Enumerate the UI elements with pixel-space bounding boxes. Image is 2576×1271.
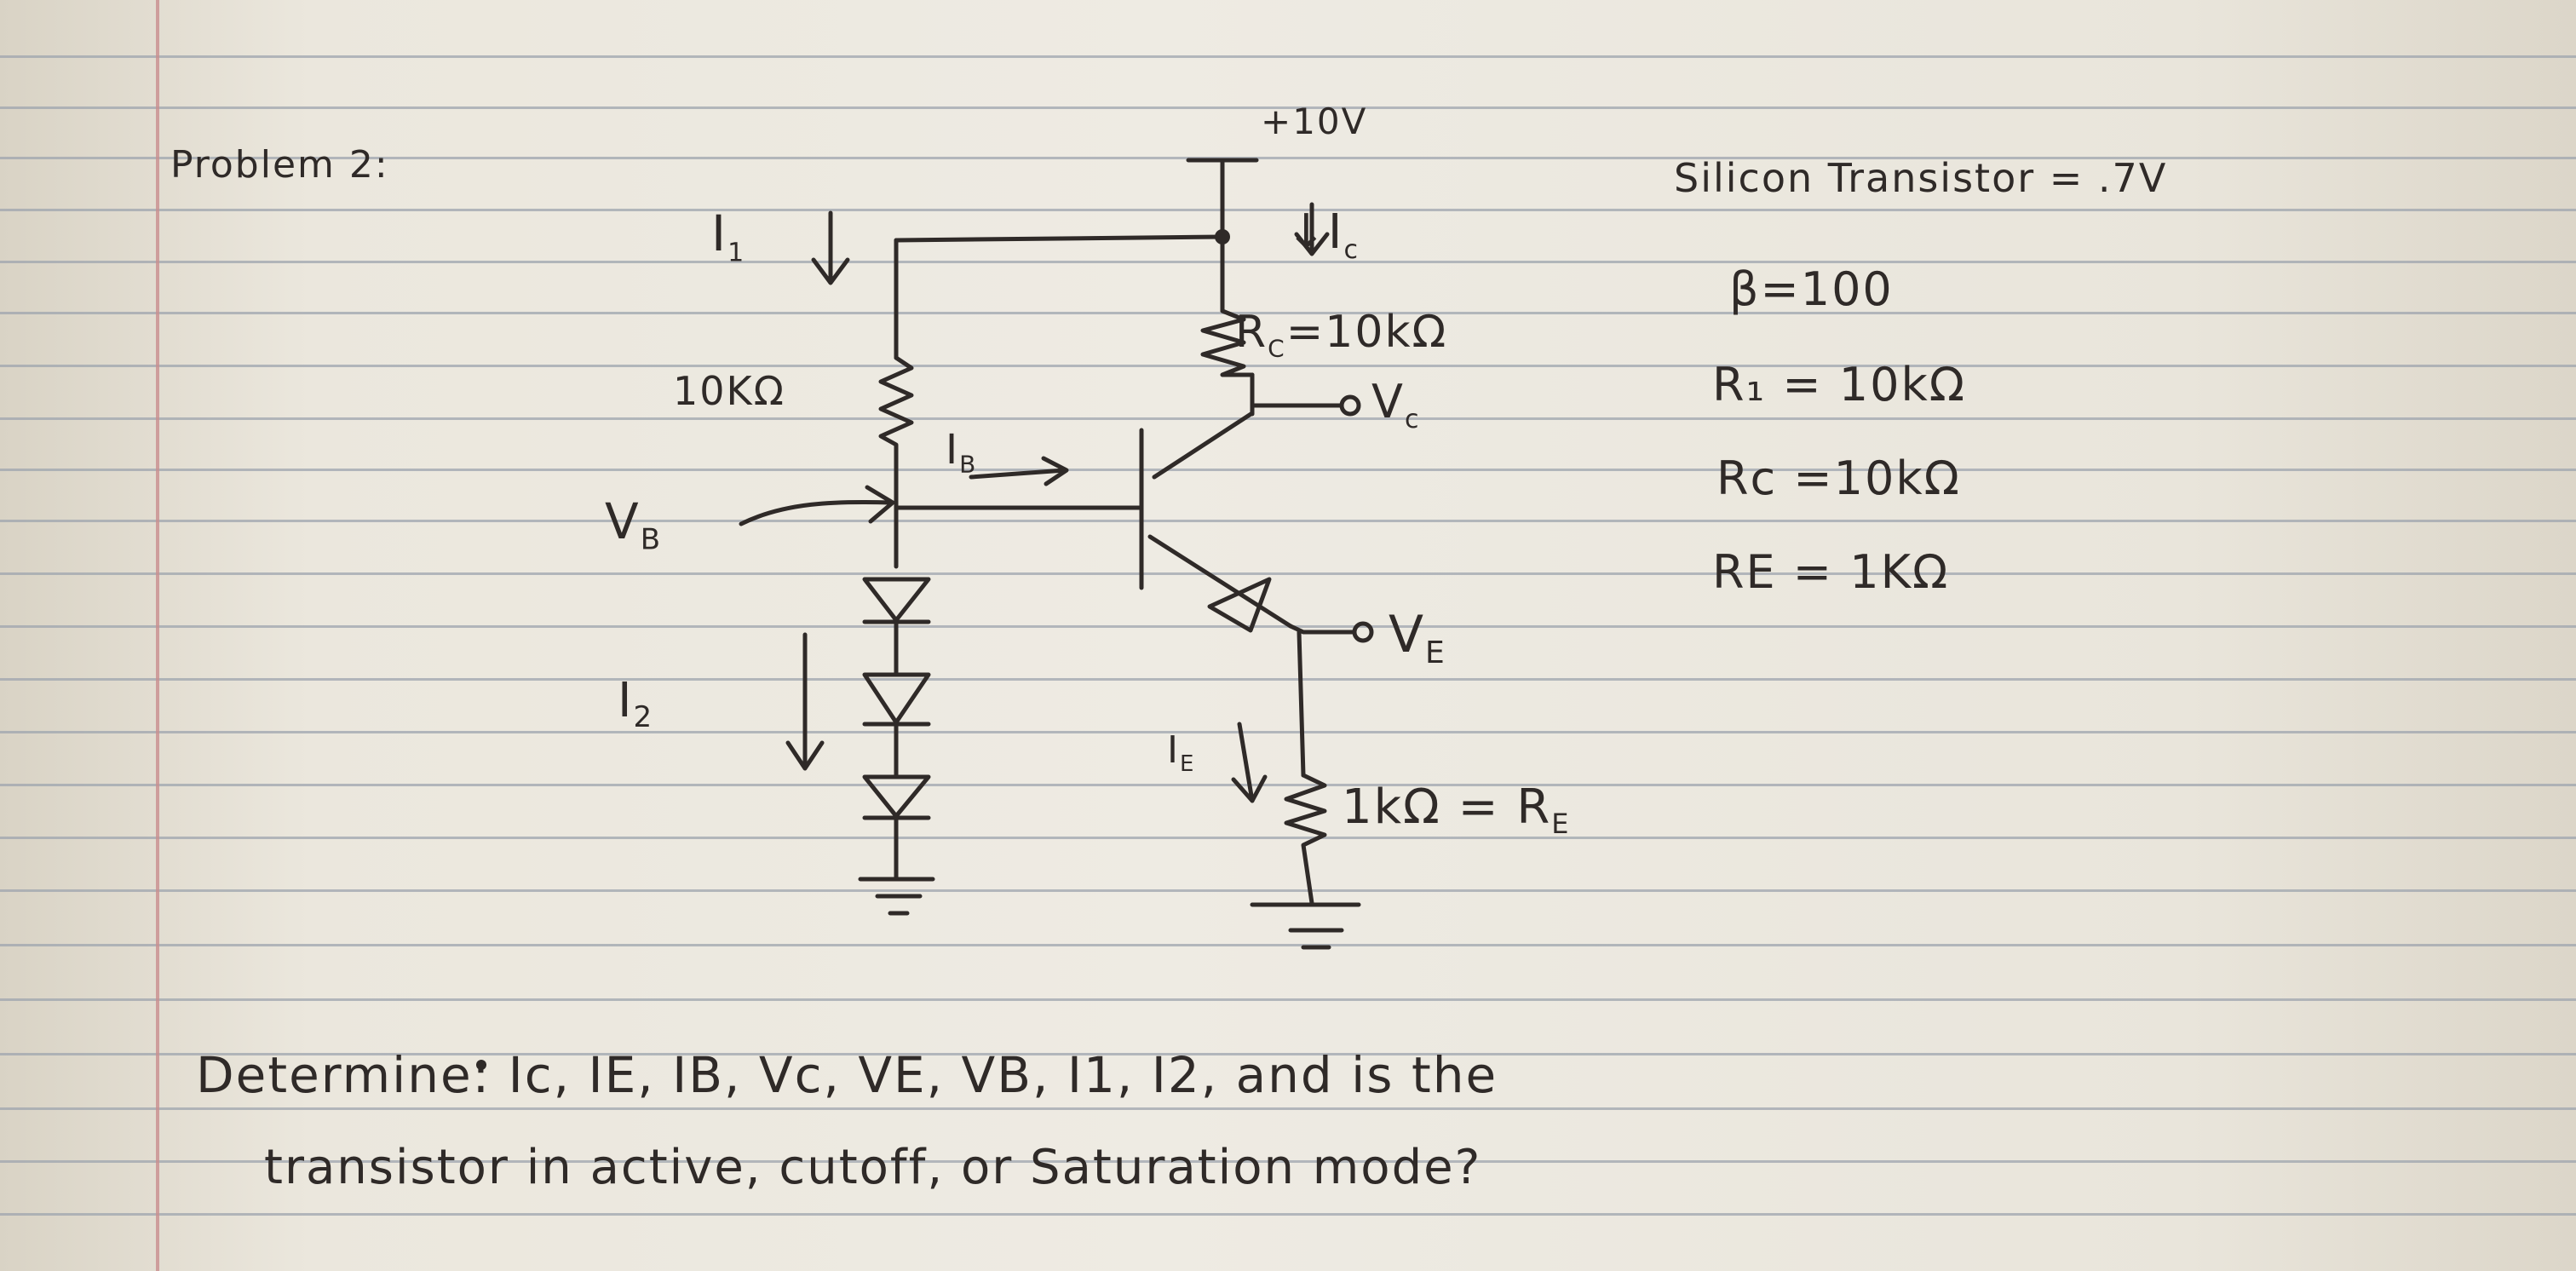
problem-heading: Problem 2: (170, 143, 389, 187)
vb-symbol: V (605, 492, 641, 550)
ve-subscript: E (1425, 636, 1446, 670)
ruled-line (0, 678, 2576, 681)
ruled-line (0, 157, 2576, 159)
ruled-line (0, 572, 2576, 575)
i1-label: I1 (711, 204, 745, 268)
ruled-line (0, 944, 2576, 946)
rc-label: RC=10kΩ (1235, 307, 1447, 362)
vc-node-label: Vc (1371, 375, 1420, 434)
vc-symbol: V (1371, 375, 1405, 428)
vb-subscript: B (640, 522, 663, 557)
re-subscript: E (1551, 808, 1571, 841)
ruled-line (0, 1213, 2576, 1216)
ruled-line (0, 889, 2576, 892)
i2-symbol: I (618, 673, 634, 728)
ve-node-label: VE (1389, 605, 1446, 670)
ic-symbol: ↓I (1286, 204, 1344, 260)
ruled-line (0, 837, 2576, 839)
ib-label: IB (946, 426, 977, 479)
given-rc: Rc =10kΩ (1716, 451, 1961, 505)
ruled-line (0, 520, 2576, 522)
margin-line (156, 0, 159, 1271)
re-symbol: 1kΩ = R (1342, 779, 1552, 835)
ruled-line (0, 312, 2576, 314)
ruled-line (0, 106, 2576, 109)
vc-subscript: c (1404, 404, 1421, 434)
ib-symbol: I (946, 426, 960, 474)
ie-label: IE (1167, 728, 1195, 777)
ruled-line (0, 731, 2576, 733)
rc-value: =10kΩ (1285, 307, 1448, 358)
task-line-2: transistor in active, cutoff, or Saturat… (264, 1140, 1482, 1195)
i1-subscript: 1 (727, 238, 746, 268)
ruled-line (0, 1160, 2576, 1163)
given-beta: β=100 (1729, 262, 1894, 316)
task-line-1: Determine: Ic, IE, IB, Vc, VE, VB, I1, I… (196, 1046, 1498, 1104)
ruled-line (0, 55, 2576, 58)
ve-symbol: V (1389, 605, 1426, 664)
r1-label: 10KΩ (673, 368, 785, 414)
ruled-line (0, 209, 2576, 211)
i2-label: I2 (618, 673, 653, 734)
ic-subscript: c (1343, 235, 1360, 266)
ruled-line (0, 261, 2576, 263)
ruled-line (0, 1107, 2576, 1110)
ruled-line (0, 1053, 2576, 1055)
rc-subscript: C (1268, 334, 1286, 363)
ie-symbol: I (1167, 728, 1180, 772)
ruled-line (0, 417, 2576, 420)
vb-node-label: VB (605, 492, 662, 557)
given-re: RE = 1KΩ (1712, 545, 1950, 599)
supply-voltage-label: +10V (1261, 101, 1368, 142)
ruled-line (0, 365, 2576, 367)
ruled-line (0, 469, 2576, 471)
ie-subscript: E (1179, 751, 1196, 777)
rc-symbol: R (1235, 307, 1268, 358)
ruled-line (0, 784, 2576, 786)
i2-subscript: 2 (633, 700, 654, 735)
ib-subscript: B (959, 450, 978, 479)
given-transistor-vbe: Silicon Transistor = .7V (1674, 155, 2168, 201)
given-r1: R₁ = 10kΩ (1712, 358, 1966, 411)
ic-label: ↓Ic (1286, 204, 1360, 265)
re-label: 1kΩ = RE (1342, 779, 1571, 840)
i1-symbol: I (711, 204, 728, 262)
ruled-line (0, 998, 2576, 1001)
